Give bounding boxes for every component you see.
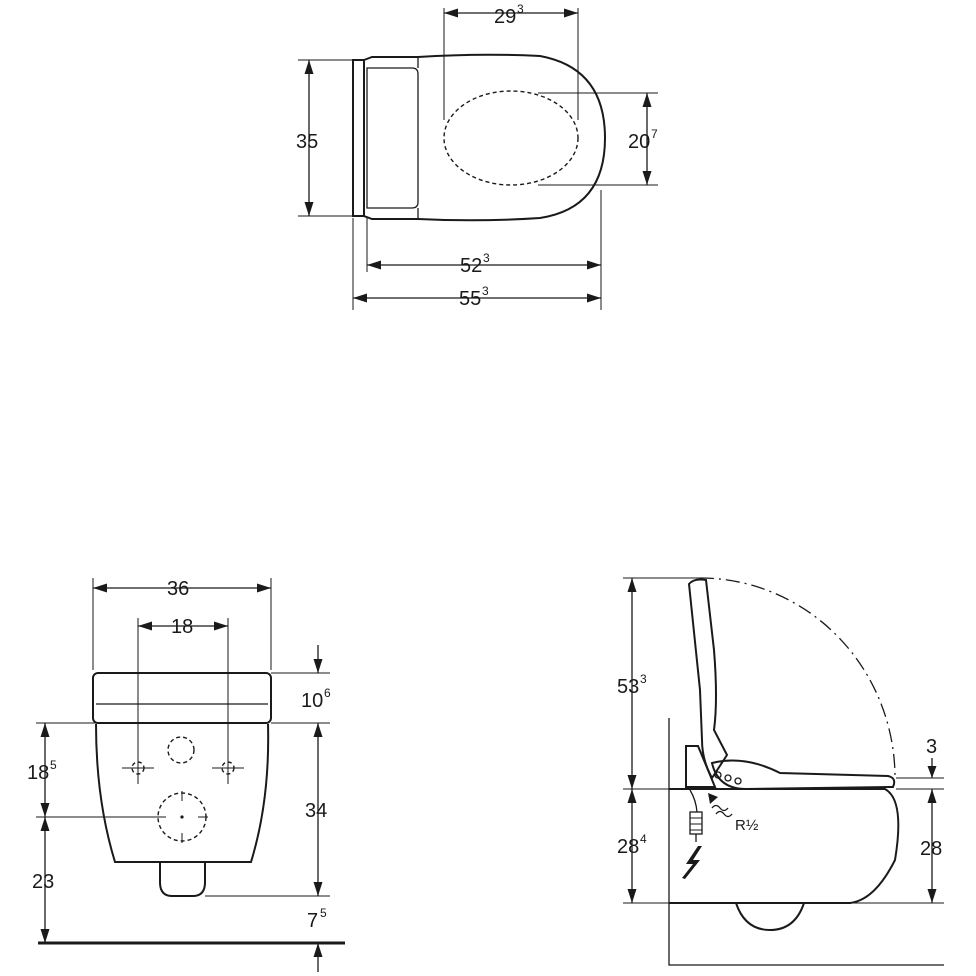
dim-lid-open-height-sup: 3	[640, 672, 647, 686]
dim-total-length: 55 3	[352, 218, 601, 310]
side-bowl	[669, 788, 900, 904]
side-control-buttons	[714, 771, 742, 785]
dim-outlet-height: 23	[32, 817, 54, 943]
dim-outlet-height-main: 23	[32, 871, 54, 893]
dim-bolt-height: 18 5	[27, 722, 158, 818]
front-water-inlet	[167, 736, 195, 764]
dim-rim-height-right-main: 28	[920, 838, 942, 860]
front-bowl	[95, 723, 270, 863]
dim-lid-height-main: 10	[301, 690, 323, 712]
dim-opening-width-main: 20	[628, 131, 650, 153]
side-outlet	[735, 902, 805, 932]
dim-rim-height-left-main: 28	[617, 836, 639, 858]
top-control-unit	[366, 67, 419, 209]
dim-seat-thickness: 3	[896, 736, 944, 790]
dim-seat-thickness-main: 3	[926, 736, 937, 758]
dim-opening-width-sup: 7	[651, 127, 658, 141]
dim-seat-length-sup: 3	[483, 251, 490, 265]
dim-front-width-main: 36	[167, 578, 189, 600]
dim-seat-length-main: 52	[460, 255, 482, 277]
side-hose	[689, 789, 698, 813]
front-bolt-left	[122, 752, 154, 784]
dim-total-length-main: 55	[459, 288, 481, 310]
dim-bolt-height-sup: 5	[50, 758, 57, 772]
dim-opening-width: 20 7	[538, 92, 658, 186]
dim-seat-opening-main: 29	[494, 6, 516, 28]
front-outlet	[159, 862, 206, 897]
dim-depth-main: 35	[296, 131, 318, 153]
top-seat-opening	[443, 90, 579, 186]
dim-floor-gap-sup: 5	[320, 906, 327, 920]
dim-lid-height-sup: 6	[324, 686, 331, 700]
side-water-connection-label: R½	[735, 817, 759, 834]
dim-lid-open-height: 53 3	[617, 577, 700, 790]
front-lid	[92, 672, 272, 724]
dim-total-length-sup: 3	[482, 284, 489, 298]
top-back-plate	[352, 59, 364, 217]
front-view: 36 18 10 6 34	[27, 578, 345, 972]
dim-seat-opening: 29 3	[443, 2, 579, 120]
side-wall	[668, 718, 944, 966]
front-bolt-right	[212, 752, 244, 784]
dim-lid-open-height-main: 53	[617, 676, 639, 698]
dim-lid-height: 10 6	[271, 645, 331, 724]
dim-depth: 35	[296, 59, 352, 217]
dim-bowl-height-main: 34	[305, 800, 327, 822]
side-hinge-unit	[685, 745, 717, 788]
side-electric-icon	[682, 846, 702, 879]
dim-rim-height-left: 28 4	[617, 789, 669, 904]
dim-bowl-height: 34	[205, 723, 330, 897]
side-connector	[689, 811, 703, 835]
dim-front-width: 36	[92, 578, 272, 670]
side-raised-lid	[687, 578, 729, 780]
dim-seat-opening-sup: 3	[517, 2, 524, 16]
top-view: 29 3 35 20 7 52	[296, 2, 658, 310]
side-water-icon	[711, 804, 733, 818]
side-view: R½ 53 3 28 4 3	[617, 577, 944, 966]
top-seat-outline	[363, 53, 607, 222]
side-lid-swing-arc	[699, 577, 896, 778]
dim-floor-gap-main: 7	[307, 910, 318, 932]
dim-bolt-height-main: 18	[27, 762, 49, 784]
dim-floor-gap: 7 5	[307, 906, 327, 972]
dim-rim-height-left-sup: 4	[640, 832, 647, 846]
dim-rim-height-right: 28	[850, 789, 944, 904]
dim-bolt-spacing-main: 18	[171, 616, 193, 638]
side-seat	[710, 759, 896, 791]
dim-bolt-spacing: 18	[137, 616, 229, 752]
dim-seat-length: 52 3	[366, 190, 602, 310]
